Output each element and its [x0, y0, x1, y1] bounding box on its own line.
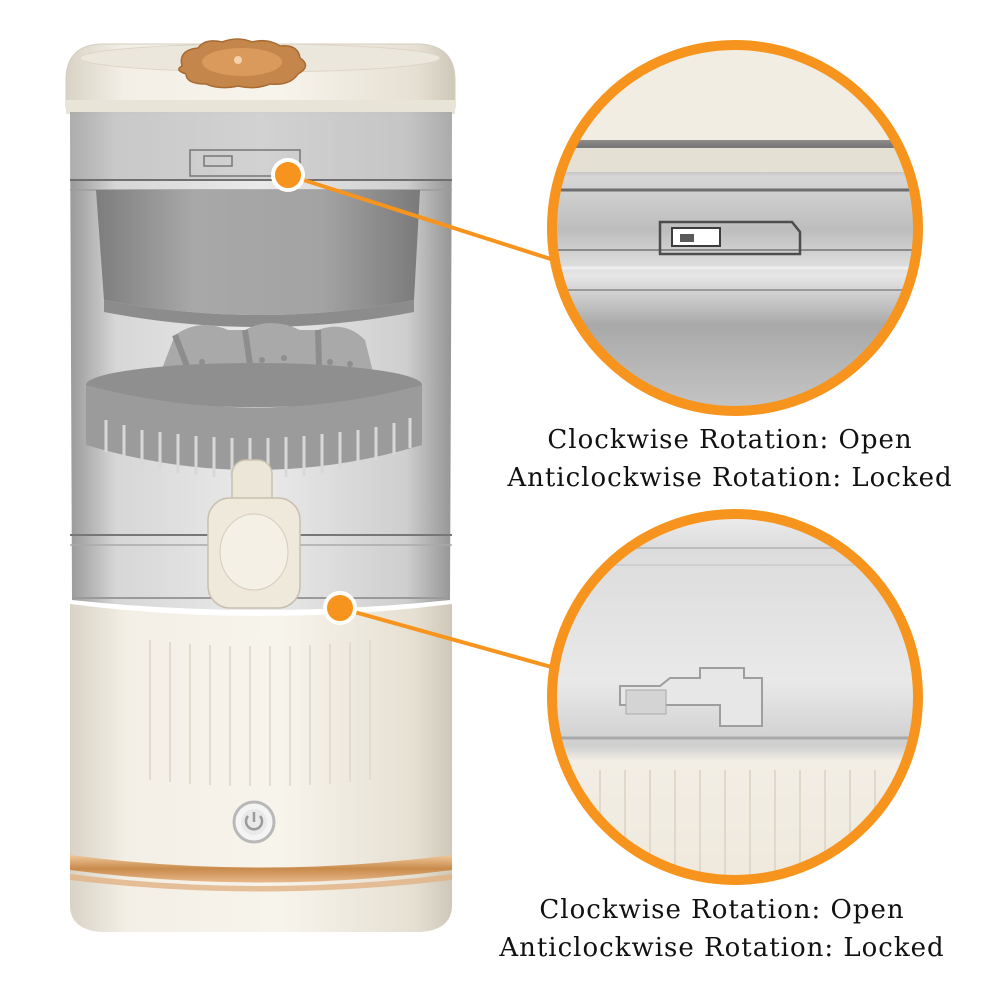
caption-line-clockwise: Clockwise Rotation: Open [547, 425, 913, 455]
zoom-detail-top [547, 40, 923, 416]
spout-lever [207, 459, 301, 609]
caption-line-anticlockwise: Anticlockwise Rotation: Locked [507, 463, 953, 493]
callout-connector-bottom [323, 591, 556, 670]
callout-caption-top: Clockwise Rotation: Open Anticlockwise R… [470, 421, 990, 497]
power-icon [232, 800, 276, 844]
copper-band [70, 855, 452, 883]
caption-line-clockwise: Clockwise Rotation: Open [539, 895, 905, 925]
strainer-ring [86, 363, 422, 478]
lid-knob [178, 38, 307, 89]
caption-line-anticlockwise: Anticlockwise Rotation: Locked [499, 933, 945, 963]
filter-cup [96, 190, 420, 315]
zoom-detail-bottom [547, 509, 923, 885]
callout-connector-top [271, 158, 561, 264]
juicer-base [70, 604, 452, 932]
callout-caption-bottom: Clockwise Rotation: Open Anticlockwise R… [462, 891, 982, 967]
base-ribs [149, 640, 371, 786]
juicer [65, 38, 456, 932]
